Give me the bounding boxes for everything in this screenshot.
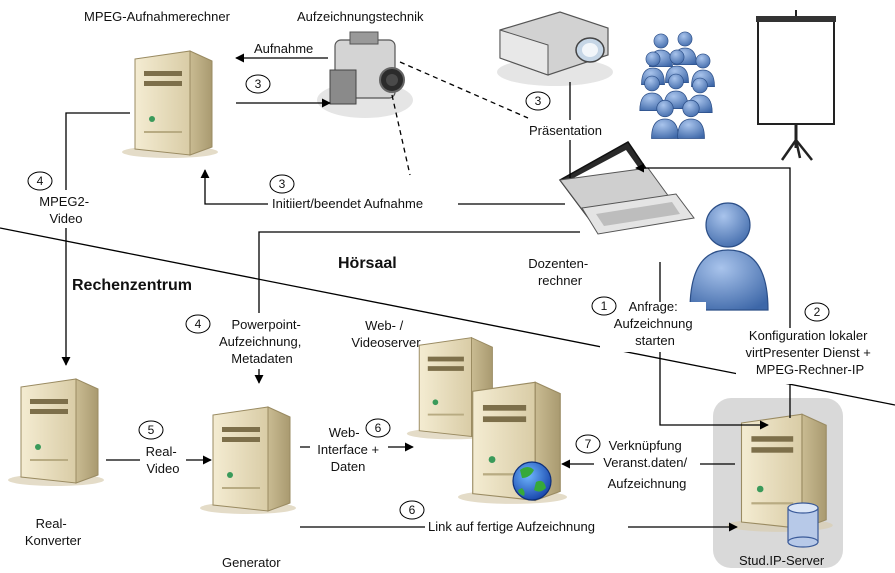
step-6-link: 6 <box>399 500 425 520</box>
step-3-projector: 3 <box>525 91 551 111</box>
real-video-label: Real- Video <box>146 444 181 476</box>
person-icon <box>689 202 769 311</box>
verknuepfung-label: Verknüpfung Veranst.daten/ Aufzeichnung <box>603 438 690 491</box>
step-1-anfrage: 1 <box>591 296 617 316</box>
web-interface-label: Web- Interface + Daten <box>317 425 382 474</box>
real-konverter-label: Real- Konverter <box>25 516 82 548</box>
svg-text:6: 6 <box>375 421 382 435</box>
svg-text:4: 4 <box>37 174 44 188</box>
initiiert-label: Initiiert/beendet Aufnahme <box>272 196 423 211</box>
step-2-konfiguration: 2 <box>804 302 830 322</box>
server-icon <box>121 50 219 159</box>
step-7-verknuepfung: 7 <box>575 434 601 454</box>
svg-text:5: 5 <box>148 423 155 437</box>
mpeg-rechner-label: MPEG-Aufnahmerechner <box>84 9 231 24</box>
mpeg2-label: MPEG2- Video <box>39 194 92 226</box>
step-5-real-video: 5 <box>138 420 164 440</box>
svg-text:3: 3 <box>255 77 262 91</box>
projector-icon <box>497 11 613 86</box>
step-6-web-interface: 6 <box>365 418 391 438</box>
konfiguration-label: Konfiguration lokaler virtPresenter Dien… <box>746 328 875 377</box>
powerpoint-label: Powerpoint- Aufzeichnung, Metadaten <box>219 317 305 366</box>
webserver-label: Web- / Videoserver <box>351 318 421 350</box>
arrow-mpeg2 <box>61 112 130 366</box>
svg-text:4: 4 <box>195 317 202 331</box>
studip-label: Stud.IP-Server <box>739 553 825 568</box>
anfrage-label: Anfrage: Aufzeichnung starten <box>614 299 696 348</box>
database-icon <box>787 502 819 548</box>
audience-icon <box>639 31 715 139</box>
svg-text:6: 6 <box>409 503 416 517</box>
svg-text:7: 7 <box>585 437 592 451</box>
generator-label: Generator <box>222 555 281 570</box>
link-label: Link auf fertige Aufzeichnung <box>428 519 595 534</box>
laptop-icon <box>558 141 695 235</box>
step-3-initiiert: 3 <box>269 174 295 194</box>
server-icon <box>7 378 105 487</box>
step-4-mpeg2: 4 <box>27 171 53 191</box>
svg-text:1: 1 <box>601 299 608 313</box>
projection-screen-icon <box>756 10 836 161</box>
dashed-camera-down <box>391 94 411 176</box>
step-4-powerpoint: 4 <box>185 314 211 334</box>
svg-text:3: 3 <box>535 94 542 108</box>
globe-icon <box>512 461 552 501</box>
svg-text:3: 3 <box>279 177 286 191</box>
aufzeichnungstechnik-label: Aufzeichnungstechnik <box>297 9 424 24</box>
svg-text:2: 2 <box>814 305 821 319</box>
praesentation-label: Präsentation <box>529 123 602 138</box>
rechenzentrum-label: Rechenzentrum <box>72 277 192 294</box>
step-3-aufnahme: 3 <box>245 74 271 94</box>
server-icon <box>199 406 297 515</box>
dozentenrechner-label: Dozenten- rechner <box>528 256 592 288</box>
hoersaal-label: Hörsaal <box>338 255 397 272</box>
aufnahme-label: Aufnahme <box>254 41 313 56</box>
camcorder-icon <box>317 31 413 118</box>
